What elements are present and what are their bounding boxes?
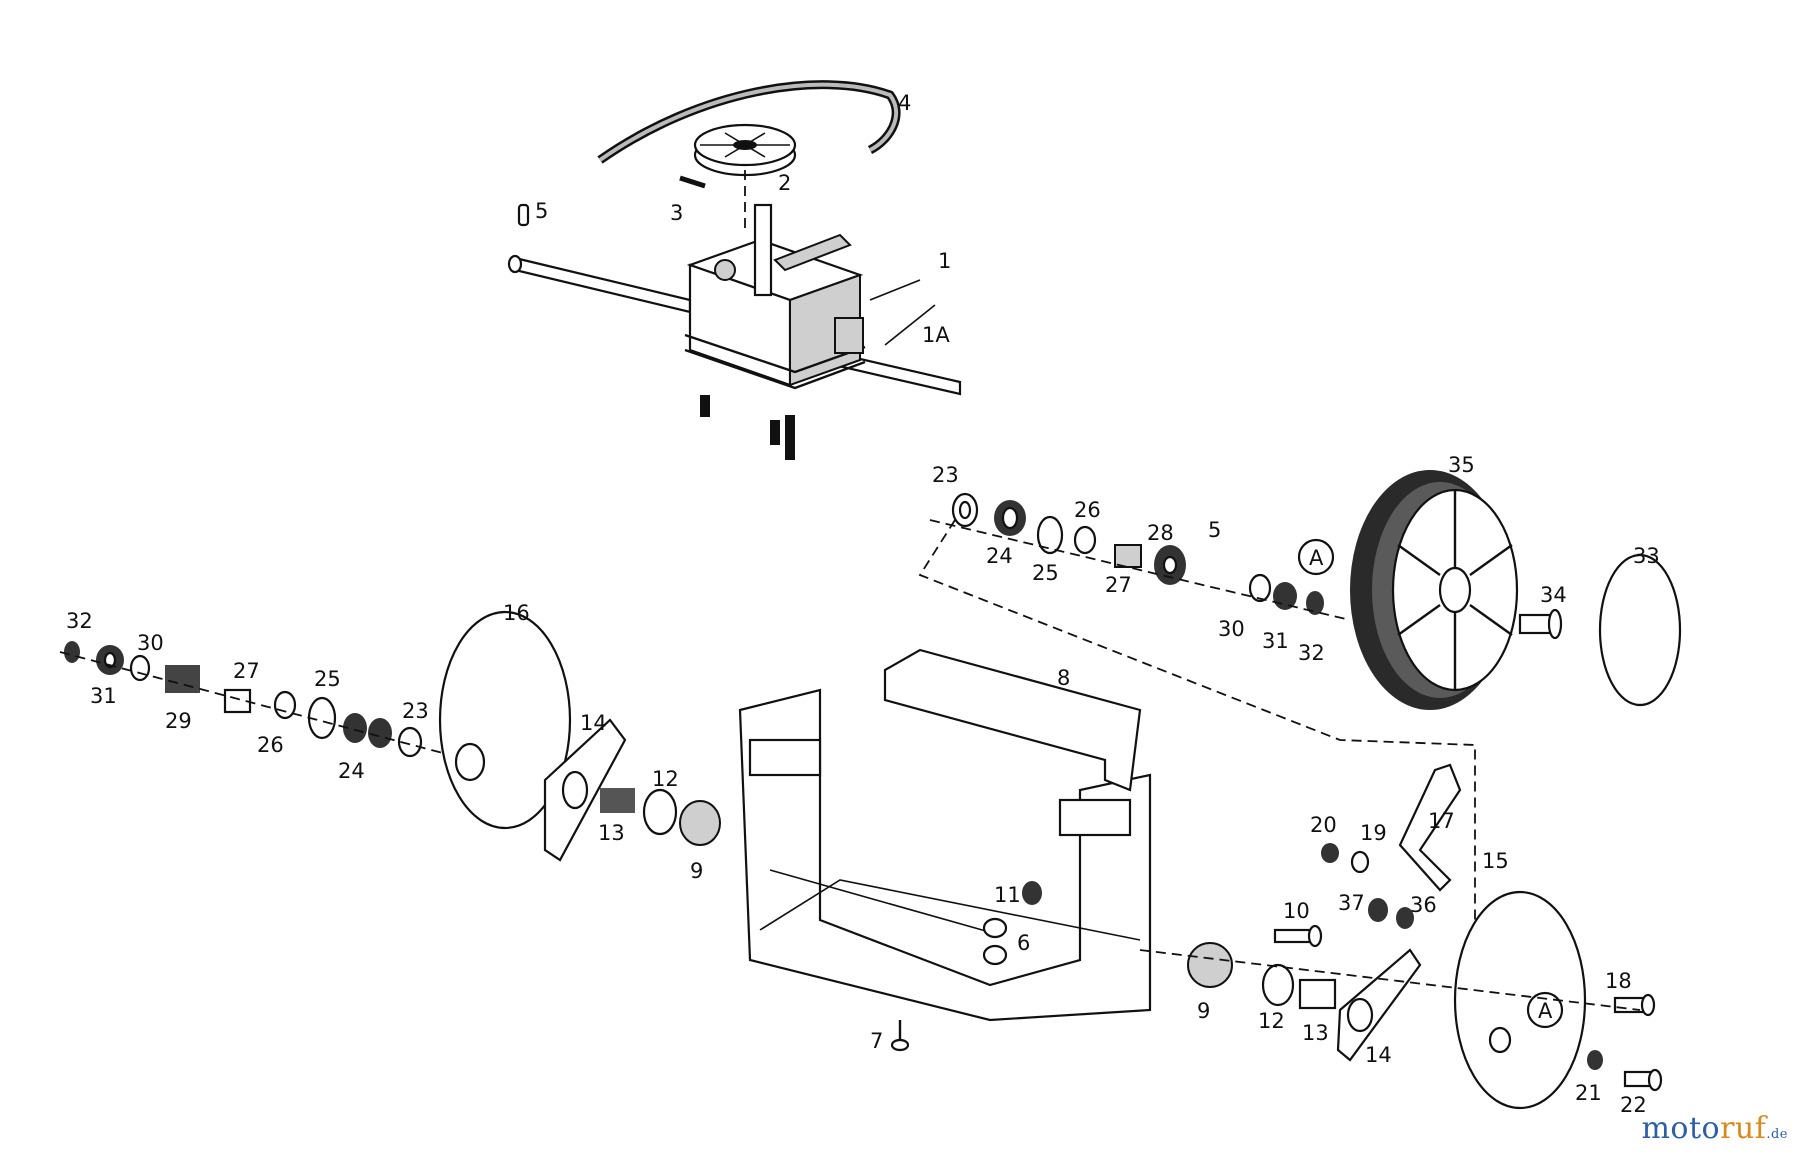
label-part-17: 17 bbox=[1428, 809, 1455, 833]
bolt-10 bbox=[1273, 924, 1323, 948]
label-part-35: 35 bbox=[1448, 453, 1475, 477]
label-part-3: 3 bbox=[670, 201, 683, 225]
label-part-13-right: 13 bbox=[1302, 1021, 1329, 1045]
label-part-18: 18 bbox=[1605, 969, 1632, 993]
key-pin bbox=[679, 175, 706, 189]
bolt-22 bbox=[1587, 1050, 1663, 1092]
label-part-7: 7 bbox=[870, 1029, 883, 1053]
label-part-1: 1 bbox=[938, 249, 951, 273]
axis-right-lower bbox=[1139, 949, 1641, 1011]
label-part-23-right: 23 bbox=[932, 463, 959, 487]
label-part-4: 4 bbox=[898, 91, 911, 115]
label-part-19: 19 bbox=[1360, 821, 1387, 845]
bushing-left bbox=[600, 788, 721, 846]
label-part-31-left: 31 bbox=[90, 684, 117, 708]
label-part-1a: 1A bbox=[922, 323, 950, 347]
label-part-36: 36 bbox=[1410, 893, 1437, 917]
spring-pin-top bbox=[517, 203, 530, 227]
bushing-right bbox=[1187, 942, 1337, 1010]
label-part-25-right: 25 bbox=[1032, 561, 1059, 585]
label-part-24-right: 24 bbox=[986, 544, 1013, 568]
leader-1a bbox=[884, 304, 936, 346]
leader-1 bbox=[869, 279, 921, 301]
label-part-9-left: 9 bbox=[690, 859, 703, 883]
bracket-left bbox=[543, 718, 627, 862]
axis-right bbox=[929, 519, 1351, 621]
label-part-34: 34 bbox=[1540, 583, 1567, 607]
pulley bbox=[693, 123, 797, 177]
label-part-26-right: 26 bbox=[1074, 498, 1101, 522]
label-part-11: 11 bbox=[994, 883, 1021, 907]
label-part-15: 15 bbox=[1482, 849, 1509, 873]
watermark-part-1: moto bbox=[1641, 1111, 1721, 1146]
bracket-right bbox=[1336, 948, 1422, 1062]
label-part-27-left: 27 bbox=[233, 659, 260, 683]
site-watermark: motoruf.de bbox=[1641, 1111, 1788, 1146]
height-lever bbox=[1398, 763, 1462, 892]
label-part-5-right: 5 bbox=[1208, 518, 1221, 542]
gearbox bbox=[684, 203, 866, 460]
watermark-part-3: .de bbox=[1766, 1127, 1788, 1142]
label-part-27-right: 27 bbox=[1105, 573, 1132, 597]
label-part-13-left: 13 bbox=[598, 821, 625, 845]
label-part-12-left: 12 bbox=[652, 767, 679, 791]
label-part-2: 2 bbox=[778, 171, 791, 195]
label-part-12-right: 12 bbox=[1258, 1009, 1285, 1033]
wheel-disc-left bbox=[438, 610, 572, 830]
label-part-31-right: 31 bbox=[1262, 629, 1289, 653]
label-part-23-left: 23 bbox=[402, 699, 429, 723]
label-part-9-right: 9 bbox=[1197, 999, 1210, 1023]
label-part-30-left: 30 bbox=[137, 631, 164, 655]
hub-cap bbox=[1598, 553, 1682, 707]
mower-deck bbox=[738, 688, 1152, 1022]
assembly-path-a bbox=[918, 519, 1476, 965]
small-nuts-right bbox=[1321, 843, 1414, 929]
label-marker-a-bottom: A bbox=[1538, 999, 1553, 1023]
label-part-24-left: 24 bbox=[338, 759, 365, 783]
marker-a-top bbox=[1297, 538, 1335, 576]
watermark-part-2: ruf bbox=[1720, 1111, 1767, 1146]
label-part-6: 6 bbox=[1017, 931, 1030, 955]
label-part-28: 28 bbox=[1147, 521, 1174, 545]
wheel-bolt bbox=[1518, 608, 1563, 640]
label-part-37: 37 bbox=[1338, 891, 1365, 915]
v-belt bbox=[597, 80, 901, 164]
label-part-21: 21 bbox=[1575, 1081, 1602, 1105]
rear-wheel bbox=[1350, 470, 1519, 710]
label-part-25-left: 25 bbox=[314, 667, 341, 691]
label-part-14-right: 14 bbox=[1365, 1043, 1392, 1067]
label-part-20: 20 bbox=[1310, 813, 1337, 837]
label-part-14-left: 14 bbox=[580, 711, 607, 735]
label-part-30-right: 30 bbox=[1218, 617, 1245, 641]
marker-a-bottom bbox=[1526, 991, 1564, 1029]
label-part-33: 33 bbox=[1633, 544, 1660, 568]
label-part-16: 16 bbox=[503, 601, 530, 625]
bolt-18 bbox=[1613, 993, 1656, 1017]
label-part-10: 10 bbox=[1283, 899, 1310, 923]
rear-flap bbox=[883, 648, 1142, 792]
label-part-22: 22 bbox=[1620, 1093, 1647, 1117]
label-marker-a-top: A bbox=[1309, 546, 1324, 570]
nuts-center bbox=[982, 881, 1042, 966]
screw-7 bbox=[890, 1020, 910, 1052]
label-part-32-left: 32 bbox=[66, 609, 93, 633]
label-part-8: 8 bbox=[1057, 666, 1070, 690]
label-part-26-left: 26 bbox=[257, 733, 284, 757]
wheel-disc-right bbox=[1453, 890, 1587, 1110]
washers-right bbox=[951, 492, 1324, 615]
label-part-5-top: 5 bbox=[535, 199, 548, 223]
label-part-32-right: 32 bbox=[1298, 641, 1325, 665]
label-part-29: 29 bbox=[165, 709, 192, 733]
